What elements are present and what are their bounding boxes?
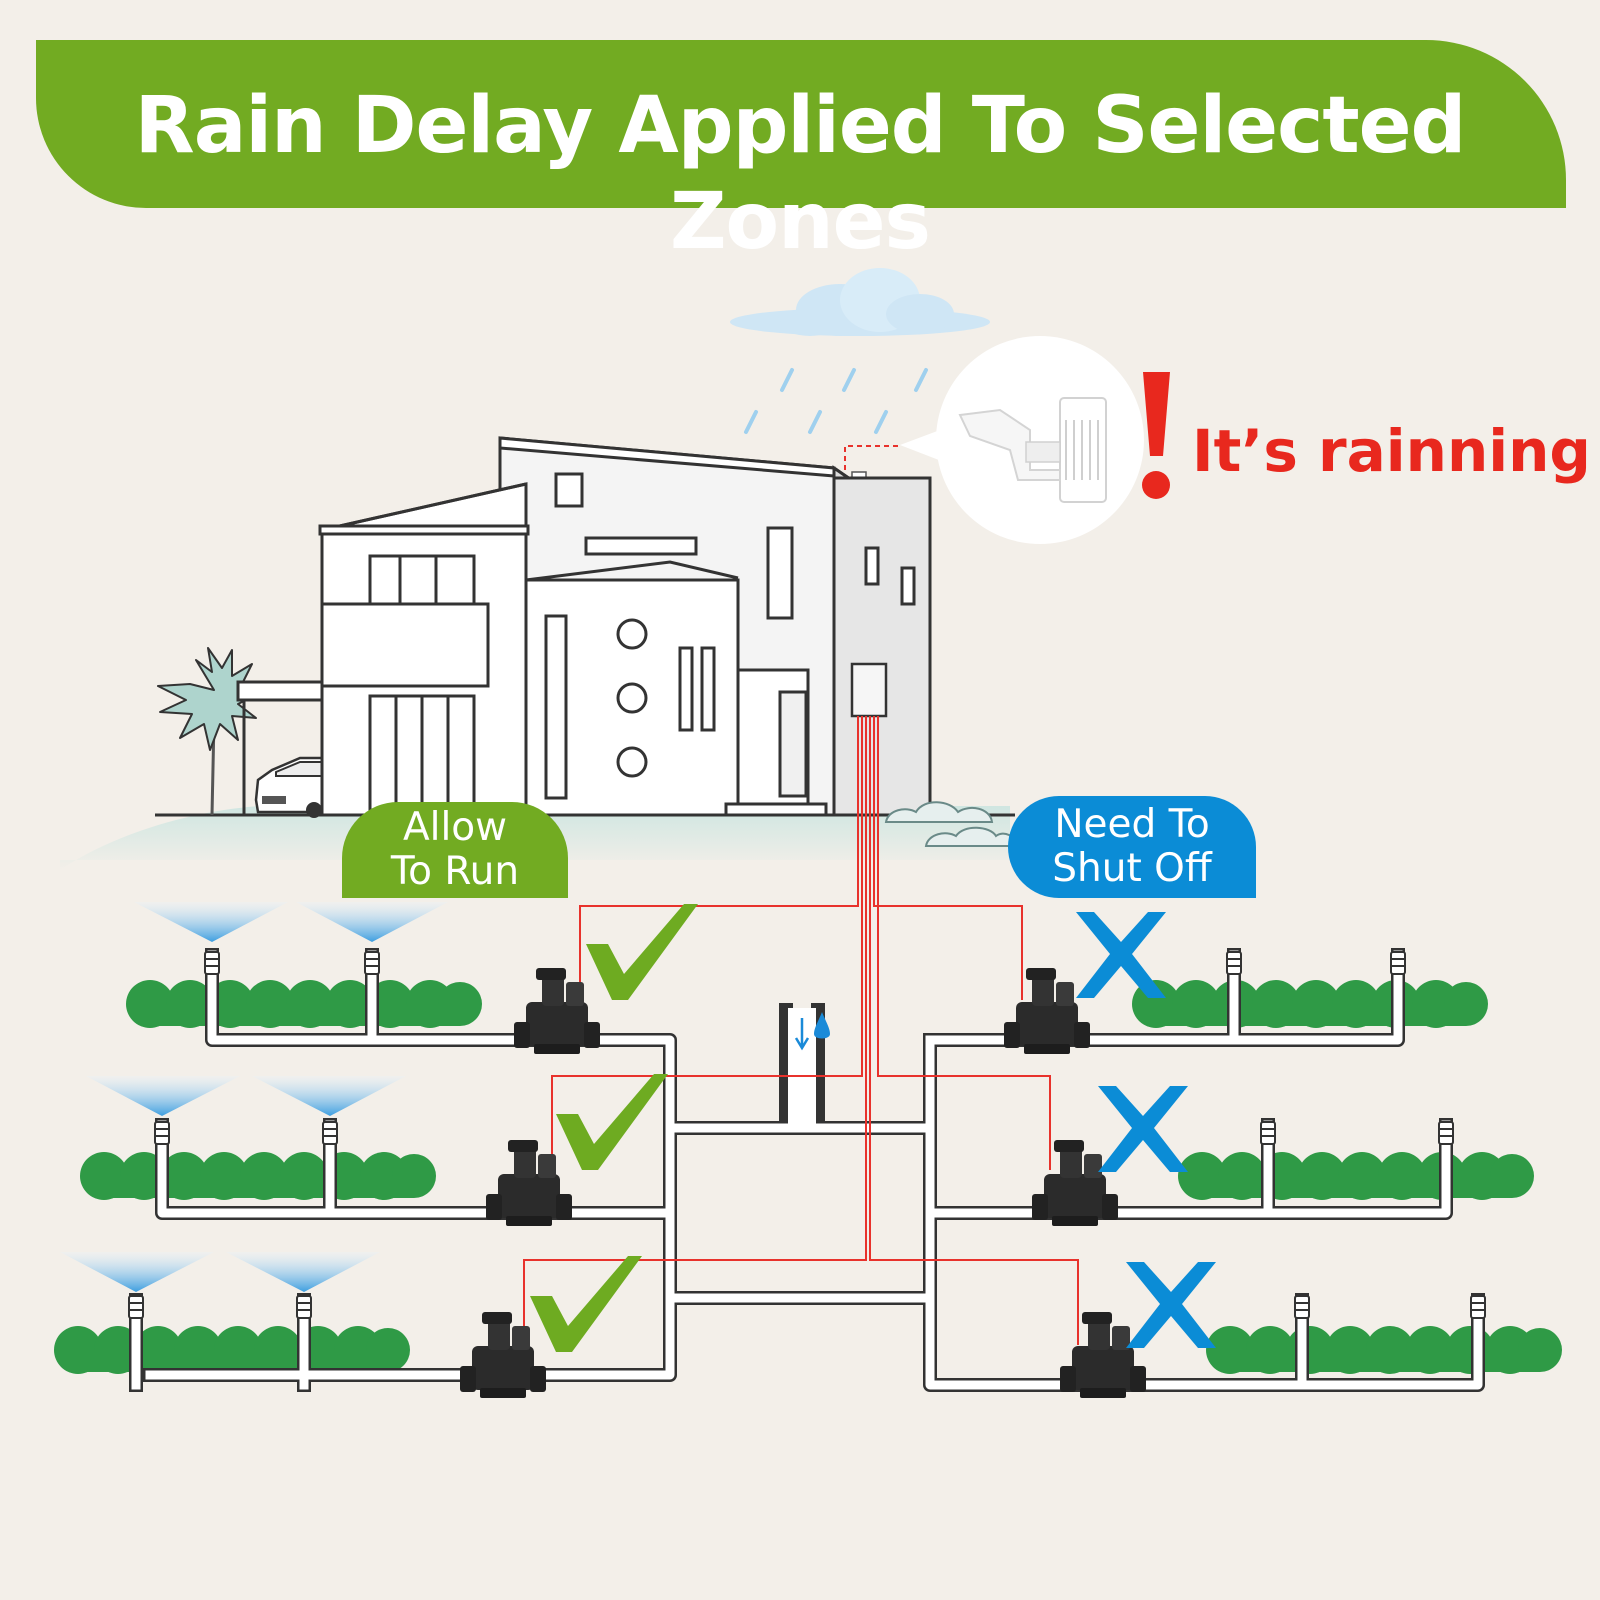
allow-label-line2: To Run xyxy=(390,849,520,894)
cross-icon xyxy=(1076,912,1166,998)
cross-icon xyxy=(1126,1262,1216,1348)
house-illustration xyxy=(318,436,932,817)
title-banner xyxy=(36,40,1566,208)
sprinkler-sprays xyxy=(60,902,448,1292)
cross-icons xyxy=(1076,912,1216,1348)
water-drop-icon xyxy=(814,1012,830,1039)
allow-to-run-label: Allow To Run xyxy=(342,802,568,898)
check-icon xyxy=(530,1256,642,1352)
page-title: Rain Delay Applied To Selected Zones xyxy=(134,81,1467,267)
sensor-link-line xyxy=(844,445,900,470)
control-wiring xyxy=(523,716,1079,1345)
flow-arrow-icon xyxy=(794,1018,810,1051)
alert-exclamation-icon xyxy=(1142,372,1170,499)
need-to-shut-off-label: Need To Shut Off xyxy=(1008,796,1256,898)
rain-sensor-callout xyxy=(900,336,1144,544)
shutoff-label-line1: Need To xyxy=(1054,802,1210,847)
rain-cloud-icon xyxy=(730,268,990,336)
check-icon xyxy=(586,904,698,1000)
check-icon xyxy=(556,1074,668,1170)
cross-icon xyxy=(1098,1086,1188,1172)
tree-icon xyxy=(157,647,263,816)
raindrops-icon xyxy=(744,368,928,434)
car-icon xyxy=(254,756,332,818)
rain-alert-text: It’s rainning xyxy=(1192,417,1591,485)
shutoff-label-line2: Shut Off xyxy=(1052,846,1212,891)
allow-label-line1: Allow xyxy=(402,805,508,850)
